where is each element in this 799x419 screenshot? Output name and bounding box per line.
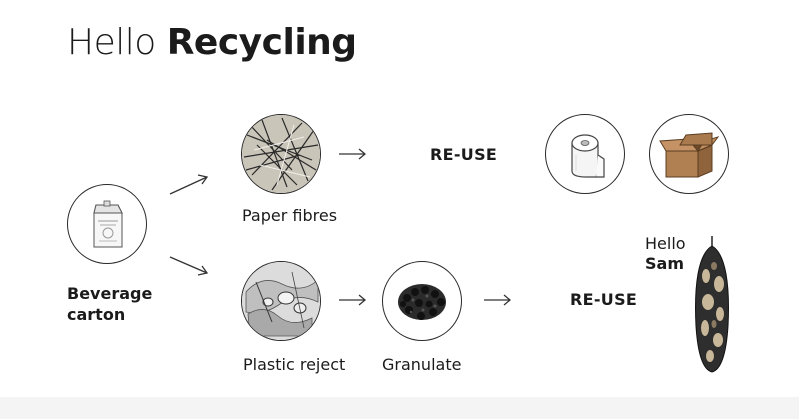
carton-label-line2: carton [67, 305, 126, 324]
arrow-to-plastic [169, 256, 209, 276]
carton-label: Beverage carton [67, 283, 152, 325]
arrow-paper-to-reuse [339, 148, 367, 160]
title-bold: Recycling [166, 22, 357, 63]
cardboard-box-icon [659, 132, 720, 178]
reuse-label-top: RE-USE [430, 145, 498, 164]
granulate-circle [382, 261, 462, 341]
plastic-reject-icon [242, 262, 320, 340]
carton-icon [93, 200, 123, 248]
carton-circle [67, 184, 147, 264]
arrow-granulate-to-reuse [484, 294, 512, 306]
arrow-to-paper [169, 174, 209, 195]
cardboard-box-circle [649, 114, 729, 194]
carton-label-line1: Beverage [67, 284, 153, 303]
paper-fibres-circle [241, 114, 321, 194]
bottom-bar [0, 397, 799, 419]
plastic-reject-circle [241, 261, 321, 341]
paper-fibres-icon [242, 115, 320, 193]
hello-sam-label: Hello Sam [645, 234, 686, 274]
hello-sam-line1: Hello [645, 234, 686, 253]
toilet-roll-circle [545, 114, 625, 194]
reuse-label-bottom: RE-USE [570, 290, 638, 309]
toilet-roll-icon [571, 134, 605, 178]
granulate-label: Granulate [382, 355, 462, 374]
title-light: Hello [67, 22, 156, 63]
hello-sam-line2: Sam [645, 254, 684, 273]
plastic-reject-label: Plastic reject [243, 355, 346, 374]
arrow-plastic-to-granulate [339, 294, 367, 306]
page-title: Hello Recycling [67, 22, 357, 63]
paper-fibres-label: Paper fibres [242, 206, 338, 225]
hello-sam-product-icon [695, 236, 729, 373]
granulate-icon [398, 284, 446, 320]
